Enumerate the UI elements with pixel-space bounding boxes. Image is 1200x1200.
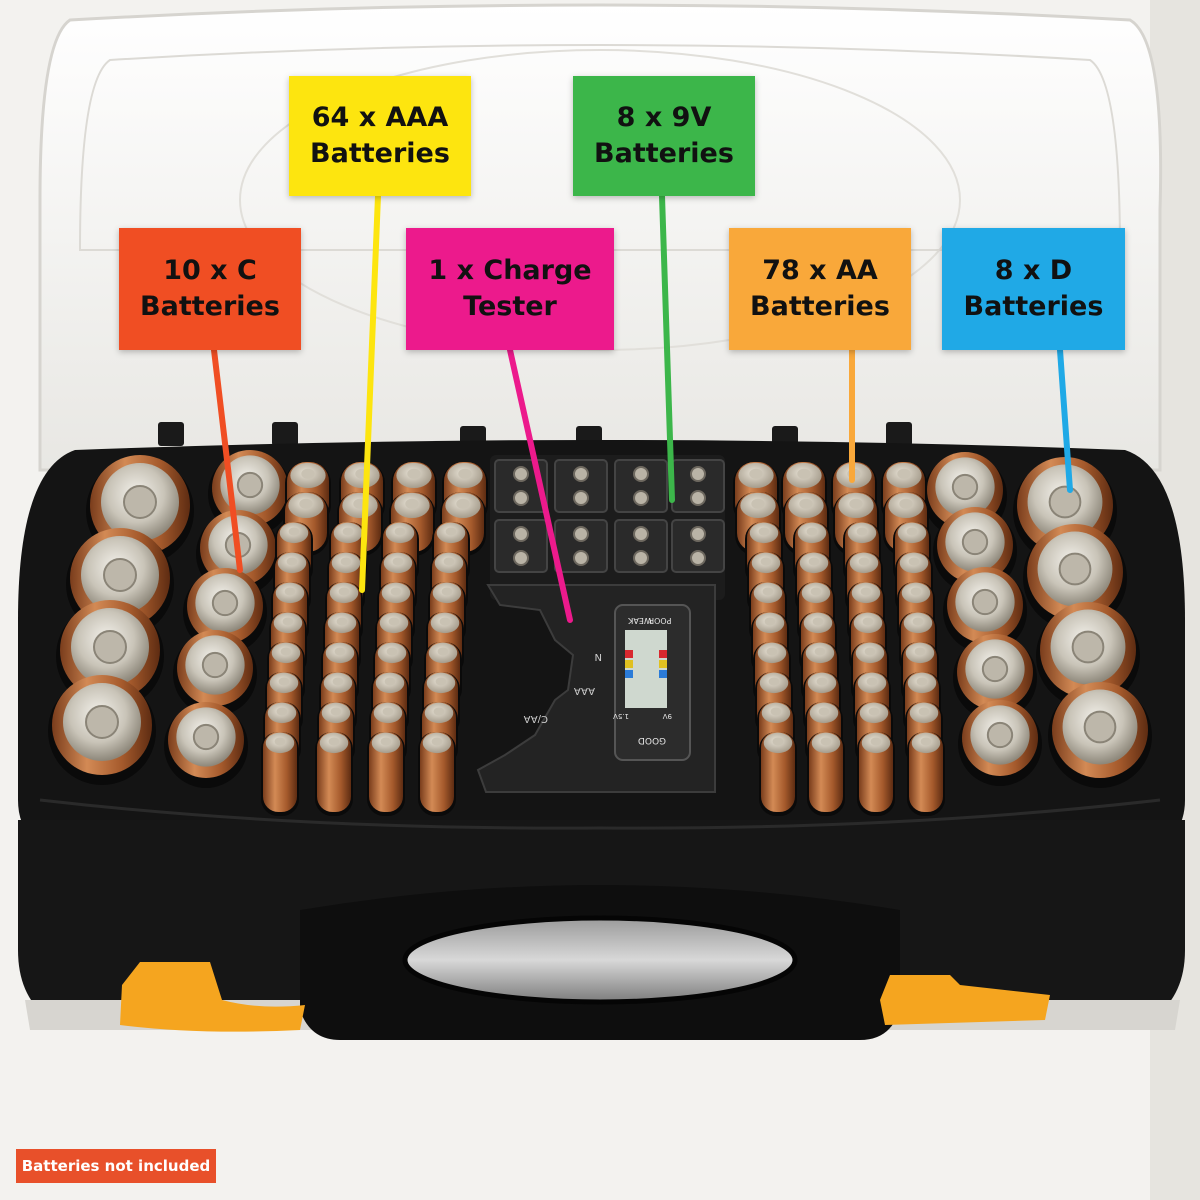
aaa-battery [315,732,353,816]
aa-battery [907,732,945,816]
callout-d-line2: Batteries [963,291,1104,322]
leader-aaa [359,193,381,593]
callout-aa-line2: Batteries [750,291,890,322]
leader-d [1057,347,1073,493]
d-battery [953,634,1037,720]
note-text: Batteries not included [21,1157,211,1175]
nine-volt-battery [614,459,668,513]
leader-tester [507,347,573,623]
nine-volt-batteries [494,459,725,573]
charge-tester: WEAK POOR GOOD 1.5V 9V C/AA AAA N [476,584,716,793]
aa-battery [759,732,797,816]
tester-volt-label-1: 1.5V [613,712,629,720]
nine-volt-battery [494,519,548,573]
case-handle [300,885,900,1040]
c-battery [48,675,156,785]
callout-aa-line1: 78 x AA [762,255,878,286]
tester-top-label-1: WEAK [627,616,651,625]
callout-tester-line2: Tester [463,291,557,322]
aaa-battery [418,732,456,816]
callout-charge-tester: 1 x Charge Tester [406,228,614,350]
leader-lines [211,193,1073,623]
callout-aaa-line2: Batteries [310,138,450,169]
tester-slot-label-caa: C/AA [524,713,548,724]
nine-volt-battery [494,459,548,513]
aaa-battery [261,732,299,816]
tester-slot-label-aaa: AAA [574,685,595,696]
c-battery [56,600,164,710]
case-latches [120,962,1050,1032]
callout-c-batteries: 10 x C Batteries [119,228,301,350]
tester-good-label: GOOD [638,735,666,745]
tester-top-label-2: POOR [648,616,671,625]
aa-battery [807,732,845,816]
nine-volt-battery [554,519,608,573]
d-battery [943,567,1027,653]
callout-aaa-line1: 64 x AAA [311,102,449,133]
batteries-not-included-note: Batteries not included [16,1149,216,1183]
d-battery [1048,682,1152,788]
nine-volt-battery [671,459,725,513]
callout-c-line1: 10 x C [163,255,257,286]
nine-volt-battery [671,519,725,573]
nine-volt-battery [554,459,608,513]
nine-volt-battery [614,519,668,573]
callout-9v-line2: Batteries [594,138,734,169]
leader-9v [659,193,675,503]
tester-slot-label-n: N [595,651,602,662]
callout-9v-line1: 8 x 9V [616,102,712,133]
callout-d-line1: 8 x D [994,255,1073,286]
c-battery [183,568,267,654]
lid-ridge [78,44,1122,251]
c-and-d-batteries [48,450,1152,788]
tester-volt-label-2: 9V [663,712,672,720]
d-battery [958,700,1042,786]
callout-9v-batteries: 8 x 9V Batteries [573,76,755,196]
leader-c [211,347,243,573]
d-battery [1036,602,1140,708]
callout-aaa-batteries: 64 x AAA Batteries [289,76,471,196]
c-battery [164,702,248,788]
callout-c-line2: Batteries [140,291,280,322]
callout-d-batteries: 8 x D Batteries [942,228,1125,350]
tester-display [625,630,667,708]
lid-emboss [239,49,961,351]
aa-and-aaa-batteries [261,462,945,816]
aaa-battery [367,732,405,816]
callout-tester-line1: 1 x Charge [428,255,592,286]
c-battery [173,630,257,716]
callout-aa-batteries: 78 x AA Batteries [729,228,911,350]
aa-battery [857,732,895,816]
